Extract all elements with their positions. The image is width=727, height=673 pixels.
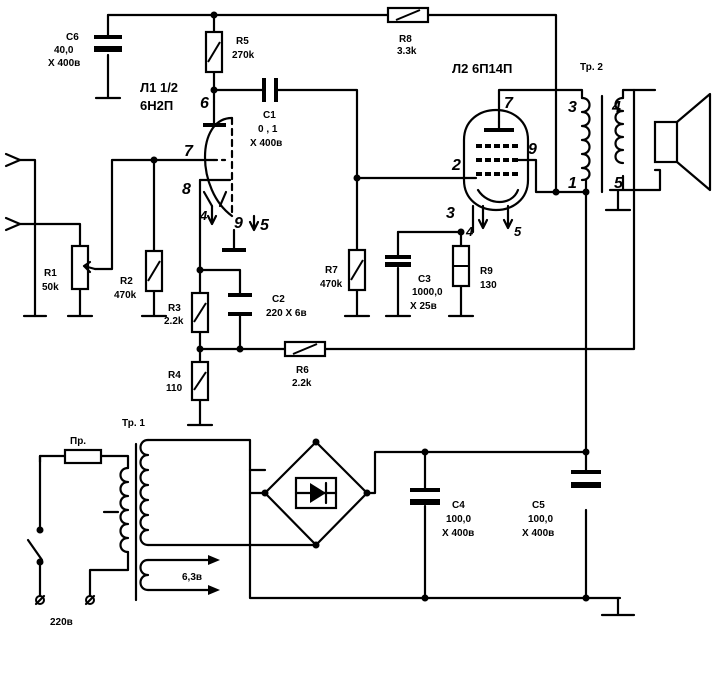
- r9-name: R9: [480, 266, 493, 277]
- svg-text:6: 6: [200, 95, 209, 112]
- r9-value: 130: [480, 280, 497, 291]
- capacitor-c4: [410, 488, 440, 505]
- c6-name: C6: [66, 32, 79, 43]
- resistor-r3: [190, 291, 210, 334]
- resistor-r1: [70, 244, 97, 291]
- r8-name: R8: [399, 34, 412, 45]
- svg-text:3: 3: [446, 205, 455, 222]
- svg-text:7: 7: [184, 143, 194, 160]
- heater-voltage: 6,3в: [182, 572, 202, 583]
- c4-value: 100,0: [446, 514, 471, 525]
- r1-value: 50k: [42, 282, 59, 293]
- r5-value: 270k: [232, 50, 255, 61]
- mains-plug[interactable]: [34, 594, 96, 606]
- mains-switch[interactable]: [26, 526, 44, 566]
- c6-voltage: X 400в: [48, 58, 80, 69]
- svg-text:4: 4: [465, 224, 474, 239]
- resistor-r6: [283, 340, 327, 358]
- r7-value: 470k: [320, 279, 343, 290]
- svg-text:1: 1: [568, 175, 577, 192]
- r3-value: 2.2k: [164, 316, 184, 327]
- resistor-r4: [190, 360, 210, 402]
- capacitor-c2: [228, 293, 252, 316]
- svg-text:5: 5: [514, 224, 522, 239]
- capacitor-c5: [571, 470, 601, 488]
- svg-text:9: 9: [528, 141, 537, 158]
- transformer-tr1: [119, 438, 150, 602]
- wires: [18, 13, 662, 617]
- mains-voltage: 220в: [50, 617, 73, 628]
- svg-text:5: 5: [614, 175, 624, 192]
- r6-value: 2.2k: [292, 378, 312, 389]
- c6-ground: [94, 53, 122, 100]
- l1-type: 6Н2П: [140, 98, 173, 113]
- capacitor-c6: [94, 35, 122, 52]
- l2-name: Л2 6П14П: [452, 61, 512, 76]
- tube-l1: [198, 100, 260, 252]
- capacitor-c3: [385, 255, 411, 267]
- svg-text:7: 7: [504, 95, 514, 112]
- heater-output-arrows: [208, 555, 220, 595]
- c5-voltage: X 400в: [522, 528, 554, 539]
- transformer-tr2: [580, 94, 625, 194]
- c2-value: 220 X 6в: [266, 308, 307, 319]
- svg-text:5: 5: [260, 217, 270, 234]
- junction-dots: [150, 11, 590, 602]
- resistor-r5: [204, 30, 224, 74]
- c3-name: C3: [418, 274, 431, 285]
- svg-text:4: 4: [199, 208, 208, 223]
- r8-value: 3.3k: [397, 46, 417, 57]
- tube-l2: [462, 108, 530, 230]
- tr1-name: Тр. 1: [122, 418, 145, 429]
- r1-name: R1: [44, 268, 57, 279]
- svg-text:3: 3: [568, 99, 577, 116]
- r2-name: R2: [120, 276, 133, 287]
- r4-value: 110: [166, 383, 183, 394]
- c2-name: C2: [272, 294, 285, 305]
- svg-text:4: 4: [611, 99, 621, 116]
- fuse-name: Пр.: [70, 436, 86, 447]
- input-jack[interactable]: [4, 152, 48, 318]
- l2-grids: [476, 144, 518, 176]
- b-plus-rail: [106, 13, 558, 194]
- component-labels: C6 40,0 X 400в R5 270k R8 3.3k Л1 1/2 6Н…: [42, 32, 603, 628]
- c3-value: 1000,0: [412, 287, 443, 298]
- resistor-r2: [144, 249, 164, 293]
- capacitor-c1: [262, 78, 278, 102]
- tr2-name: Тр. 2: [580, 62, 603, 73]
- r2-value: 470k: [114, 290, 137, 301]
- resistor-r8: [386, 6, 430, 24]
- pin-labels: 6 7 8 4 9 5 7 2 9 3 4 5 3 1 4 5: [182, 95, 624, 239]
- diode-bridge: [294, 476, 338, 510]
- c1-name: C1: [263, 110, 276, 121]
- c6-value: 40,0: [54, 45, 74, 56]
- r6-name: R6: [296, 365, 309, 376]
- svg-text:8: 8: [182, 181, 191, 198]
- svg-text:9: 9: [234, 215, 243, 232]
- resistor-r7: [347, 248, 367, 292]
- c5-value: 100,0: [528, 514, 553, 525]
- c1-voltage: X 400в: [250, 138, 282, 149]
- c1-value: 0 , 1: [258, 124, 278, 135]
- svg-text:2: 2: [451, 157, 461, 174]
- c4-voltage: X 400в: [442, 528, 474, 539]
- resistor-r9: [451, 244, 471, 288]
- r4-name: R4: [168, 370, 181, 381]
- c4-name: C4: [452, 500, 465, 511]
- fuse: [63, 448, 103, 465]
- r5-name: R5: [236, 36, 249, 47]
- r7-name: R7: [325, 265, 338, 276]
- c3-voltage: X 25в: [410, 301, 437, 312]
- l1-name: Л1 1/2: [140, 80, 178, 95]
- speaker: [653, 92, 712, 192]
- c5-name: C5: [532, 500, 545, 511]
- r3-name: R3: [168, 303, 181, 314]
